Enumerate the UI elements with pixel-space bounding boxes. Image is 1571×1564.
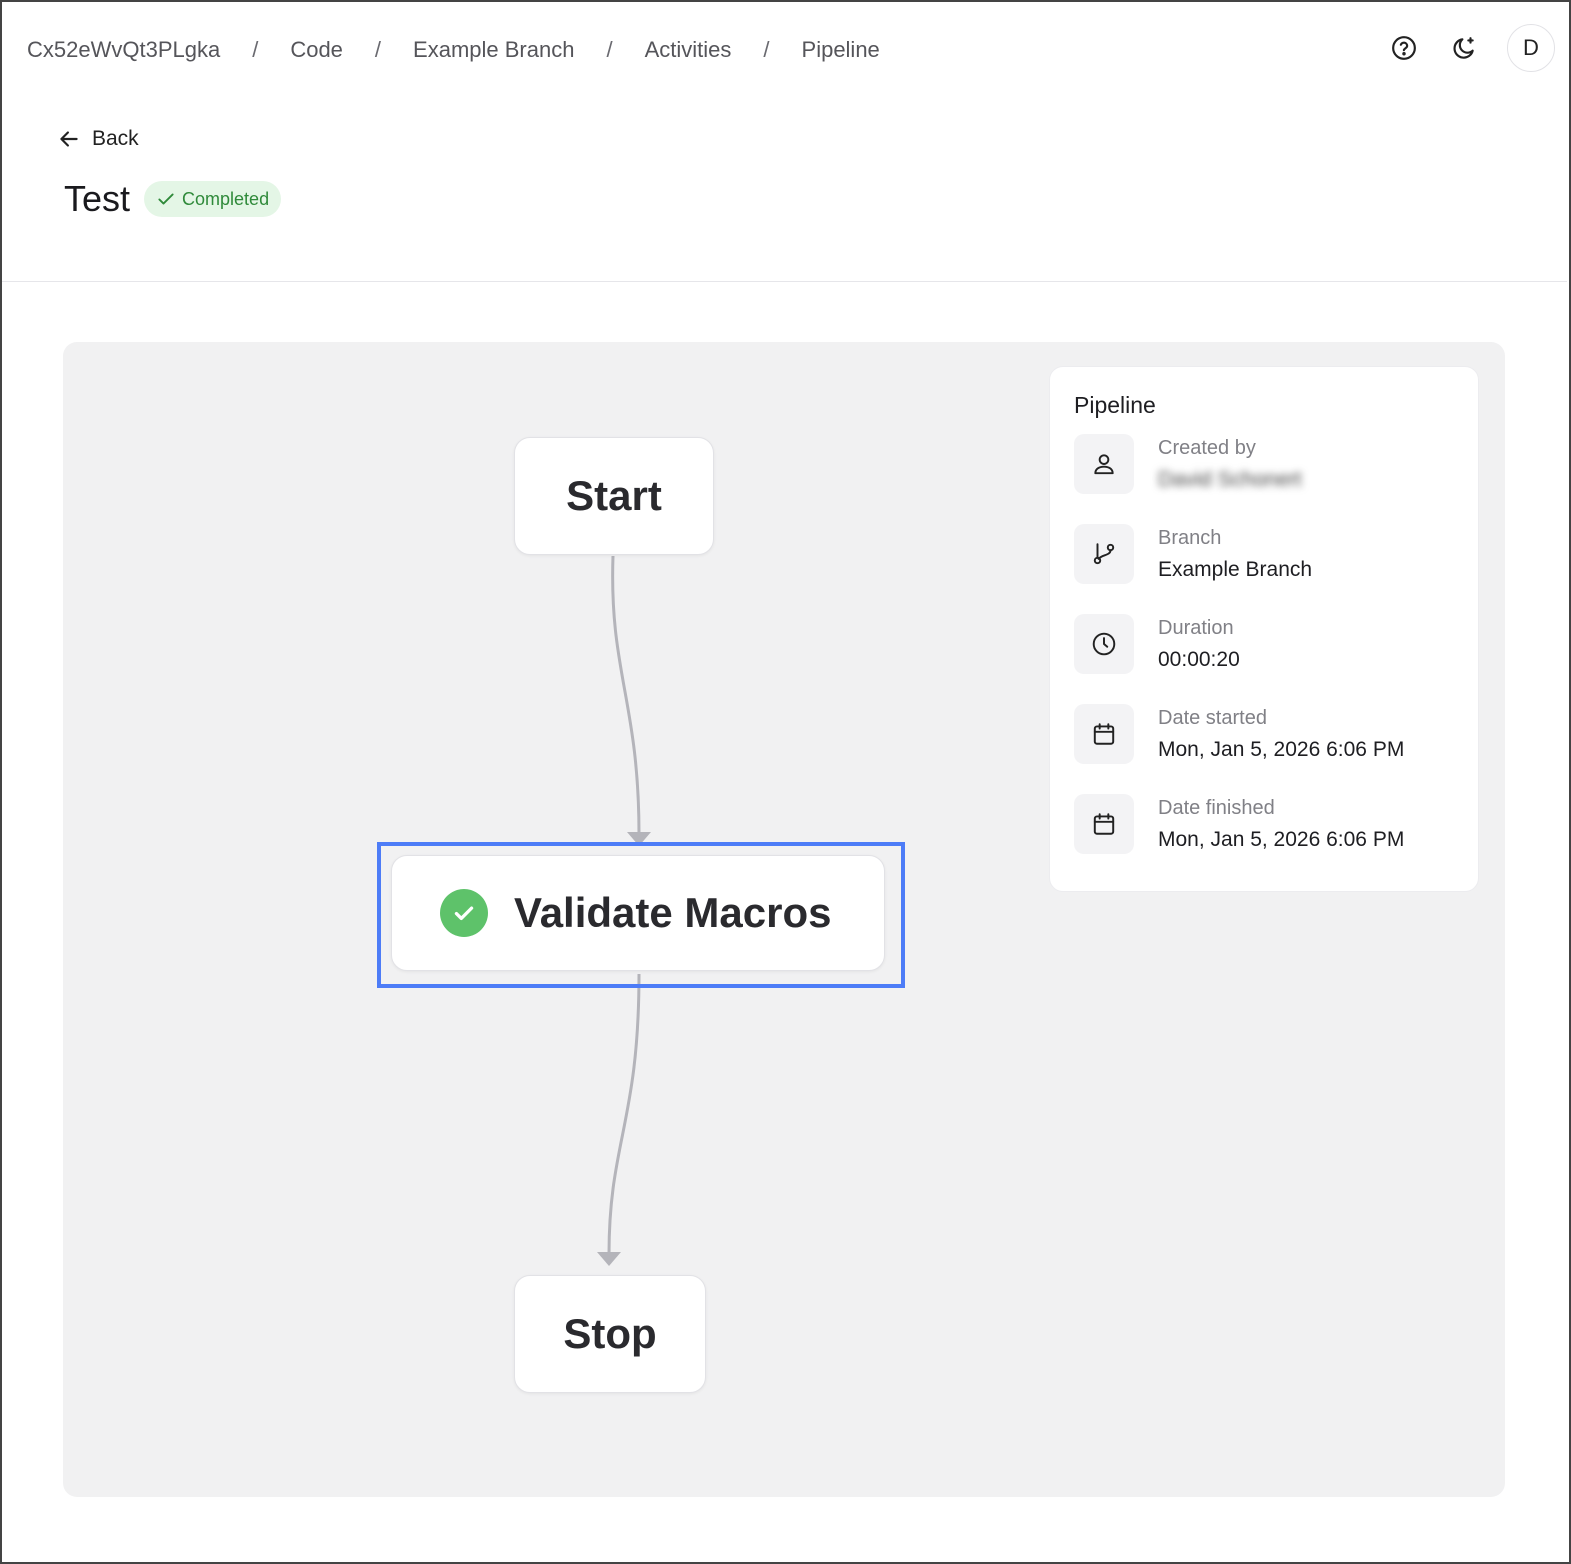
prop-value: David Schonert [1158,467,1302,491]
pipeline-info-panel: Pipeline Created by David Schonert [1049,366,1479,892]
prop-label: Duration [1158,616,1234,639]
pipeline-edges [597,555,651,1266]
breadcrumb-separator: / [374,37,382,62]
help-circle-icon [1392,36,1416,60]
pipeline-node-start[interactable]: Start [514,437,714,555]
node-label: Start [566,472,662,519]
prop-label: Created by [1158,436,1256,459]
prop-value: Mon, Jan 5, 2026 6:06 PM [1158,737,1405,761]
help-button[interactable] [1387,26,1421,70]
selection-highlight [377,842,905,988]
breadcrumb-item-code[interactable]: Code [290,37,343,62]
prop-branch: Branch Example Branch [1074,509,1454,599]
moon-icon [1453,37,1474,59]
breadcrumb-item-branch[interactable]: Example Branch [413,37,575,62]
prop-created-by: Created by David Schonert [1074,419,1454,509]
pipeline-canvas[interactable]: Start Validate Macros Stop Pipeline Crea… [63,342,1505,1497]
edge-start-to-validate [611,555,641,835]
edge-validate-to-stop [607,973,641,1255]
avatar[interactable]: D [1507,24,1555,72]
header-divider [2,281,1567,282]
prop-label: Date finished [1158,796,1275,819]
edge-arrowhead [627,832,651,846]
back-button[interactable]: Back [56,126,139,152]
prop-duration: Duration 00:00:20 [1074,599,1454,689]
calendar-icon [1074,794,1134,854]
breadcrumb-separator: / [763,37,770,62]
breadcrumb-separator: / [252,37,259,62]
prop-label: Branch [1158,526,1222,549]
breadcrumb-item-project[interactable]: Cx52eWvQt3PLgka [27,37,221,62]
breadcrumb-item-activities[interactable]: Activities [644,37,732,62]
page-title: Test [64,178,131,219]
prop-value: Example Branch [1158,557,1313,581]
pipeline-node-stop[interactable]: Stop [514,1275,706,1393]
prop-date-started: Date started Mon, Jan 5, 2026 6:06 PM [1074,689,1454,779]
back-label: Back [92,127,139,150]
prop-value: Mon, Jan 5, 2026 6:06 PM [1158,827,1405,851]
check-icon [158,193,174,205]
edge-arrowhead [597,1252,621,1266]
success-check-icon [440,889,488,937]
prop-date-finished: Date finished Mon, Jan 5, 2026 6:06 PM [1074,779,1454,869]
top-actions: D [1387,24,1555,72]
prop-value: 00:00:20 [1158,647,1240,671]
clock-icon [1074,614,1134,674]
git-branch-icon [1074,524,1134,584]
page-header: Test Completed [64,178,282,220]
status-badge: Completed [144,181,282,217]
user-icon [1074,434,1134,494]
theme-toggle-button[interactable] [1447,26,1481,70]
panel-title: Pipeline [1074,392,1156,418]
prop-label: Date started [1158,706,1267,729]
arrow-left-icon [60,131,78,147]
status-label: Completed [182,188,270,209]
breadcrumb: Cx52eWvQt3PLgka / Code / Example Branch … [27,28,880,72]
breadcrumb-separator: / [606,37,613,62]
node-label: Validate Macros [514,889,832,936]
pipeline-node-validate-macros[interactable]: Validate Macros [391,855,885,971]
breadcrumb-item-pipeline: Pipeline [801,37,880,62]
calendar-icon [1074,704,1134,764]
node-label: Stop [563,1310,657,1357]
